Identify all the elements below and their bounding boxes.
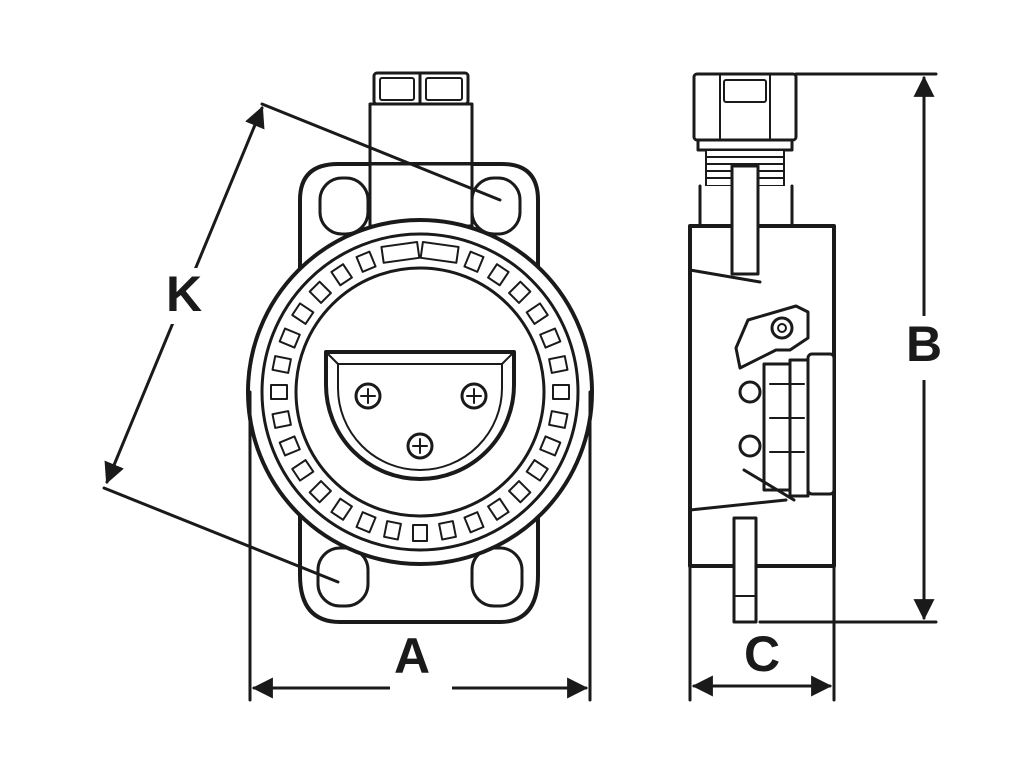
side-view: B C [688, 72, 950, 702]
dimension-k: K [102, 102, 502, 584]
dimension-a: A [248, 390, 592, 702]
dimension-c: C [688, 564, 836, 702]
grip-rib [463, 511, 485, 534]
screw-icon [354, 382, 382, 410]
grip-rib [508, 280, 532, 304]
grip-rib [548, 355, 569, 374]
grip-rib [487, 263, 510, 287]
hinged-lid-profile [734, 304, 836, 502]
grip-rib [308, 480, 332, 504]
grip-rib [552, 384, 570, 400]
grip-rib-wide [380, 240, 421, 264]
mounting-lugs [316, 176, 524, 608]
grip-rib [525, 302, 549, 325]
grip-rib [270, 384, 288, 400]
receptacle-screws [354, 382, 488, 460]
screw-icon [460, 382, 488, 410]
grip-rib [330, 497, 353, 521]
grip-rib [487, 497, 510, 521]
grip-rib [278, 435, 301, 457]
grip-rib [278, 327, 301, 349]
dimension-a-label: A [394, 628, 430, 684]
grip-rib [355, 250, 377, 273]
grip-rib [355, 511, 377, 534]
grip-rib [330, 263, 353, 287]
grip-rib [271, 355, 292, 374]
front-view: A K [102, 71, 594, 702]
grip-rib [508, 480, 532, 504]
grip-rib [548, 410, 569, 429]
grip-rib [308, 280, 332, 304]
grip-rib [291, 459, 315, 482]
dimension-c-label: C [744, 626, 780, 682]
grip-rib [271, 410, 292, 429]
grip-rib [291, 302, 315, 325]
dimension-k-label: K [166, 266, 202, 322]
grip-rib [463, 250, 485, 273]
grip-rib [383, 520, 402, 541]
grip-rib [412, 524, 428, 542]
grip-rib [539, 435, 562, 457]
grip-rib [438, 520, 457, 541]
screw-icon [406, 432, 434, 460]
grip-rib [525, 459, 549, 482]
dimension-b-label: B [906, 316, 942, 372]
grip-rib-wide [419, 240, 460, 264]
dimension-b: B [758, 72, 950, 624]
grip-rib [539, 327, 562, 349]
cover-grip-ribs [270, 240, 570, 542]
